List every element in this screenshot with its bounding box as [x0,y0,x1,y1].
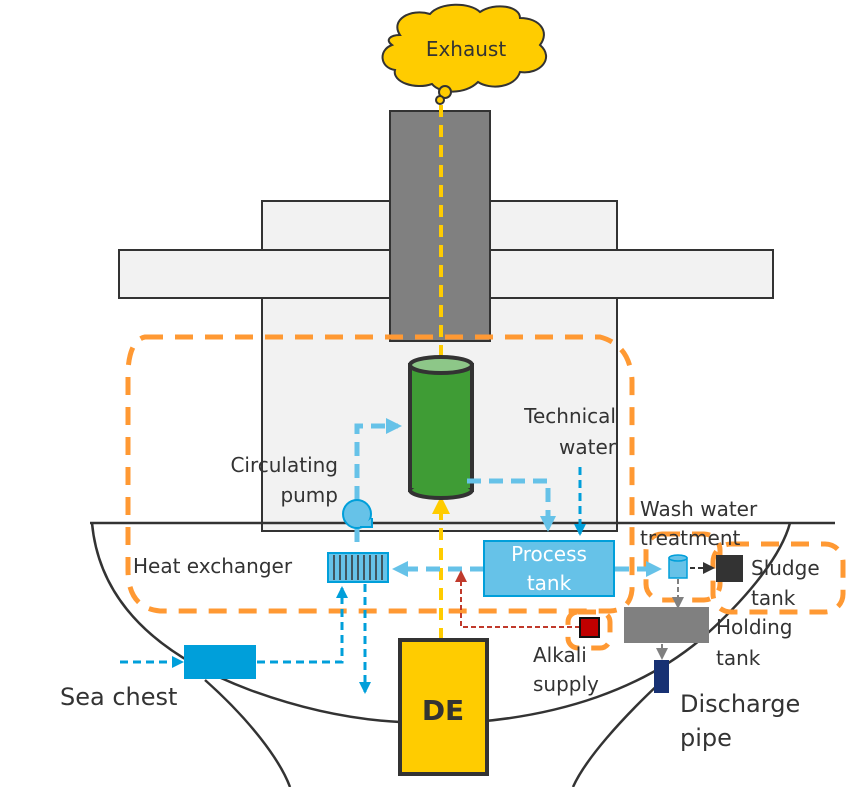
alkali-supply-line [455,570,580,628]
scrubber-boundary [125,334,846,651]
process-tank-label-2: tank [527,571,572,595]
circulation-pipes [354,418,662,577]
wash-water-label-1: Wash water [640,497,758,521]
circulating-pump[interactable] [342,499,373,529]
alkali-supply-label-2: supply [533,672,599,696]
holding-tank[interactable] [624,607,709,643]
sea-chest-label: Sea chest [60,683,177,711]
wash-water-label-2: treatment [640,526,740,550]
holding-tank-label-2: tank [716,646,761,670]
sludge-tank-label-2: tank [751,586,796,610]
ship-hull [90,521,835,787]
alkali-supply-label-1: Alkali [533,643,587,667]
holding-tank-label-1: Holding [716,615,792,639]
wash-water-treatment-unit[interactable] [668,554,688,579]
diesel-engine[interactable]: DE [398,638,489,776]
scrubber-tower [408,355,474,500]
discharge-pipe[interactable] [654,660,669,693]
sludge-tank[interactable] [716,555,743,582]
circulating-pump-label-2: pump [280,483,338,507]
circulating-pump-label-1: Circulating [230,453,338,477]
exhaust-cloud: Exhaust [381,3,548,105]
discharge-pipe-label-2: pipe [680,724,732,752]
process-tank-label-1: Process [511,542,587,566]
sea-water-lines [120,584,371,694]
technical-water-label-1: Technical [523,404,616,428]
technical-water-label-2: water [559,435,617,459]
sludge-tank-label-1: Sludge [751,556,820,580]
process-tank[interactable]: Process tank [483,540,615,597]
discharge-pipe-label-1: Discharge [680,690,800,718]
diesel-engine-label: DE [422,694,464,727]
sea-chest-pump[interactable] [184,645,256,679]
exhaust-label: Exhaust [426,37,507,61]
heat-exchanger[interactable] [327,552,389,583]
alkali-supply-tank[interactable] [579,617,600,638]
heat-exchanger-label: Heat exchanger [133,554,293,578]
